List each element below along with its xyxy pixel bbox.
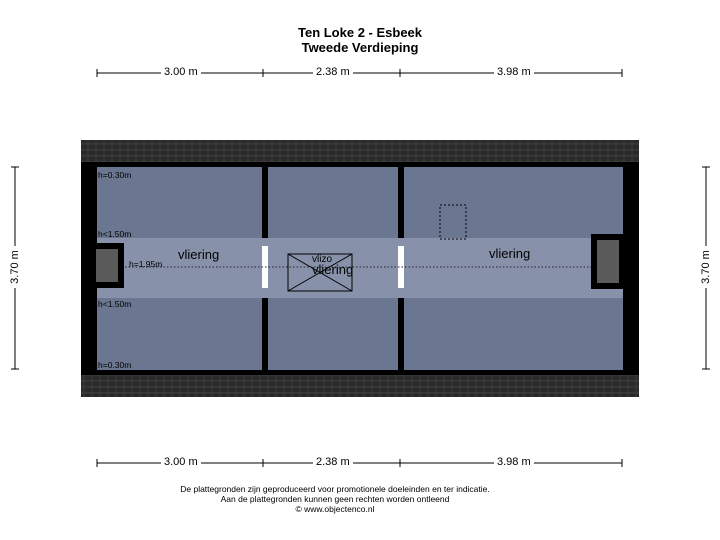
roof-top xyxy=(81,140,639,163)
top-dim-3: 3.98 m xyxy=(494,66,534,78)
plan-subtitle: Tweede Verdieping xyxy=(301,40,419,55)
height-top: h=0.30m xyxy=(98,170,132,180)
height-bottom: h=0.30m xyxy=(98,360,132,370)
plan-title: Ten Loke 2 - Esbeek xyxy=(297,25,423,40)
bottom-dim-2: 2.38 m xyxy=(313,456,353,468)
disclaimer-line-2: Aan de plattegronden kunnen geen rechten… xyxy=(220,494,450,504)
door-opening-right xyxy=(398,246,404,288)
disclaimer-line-1: De plattegronden zijn geproduceerd voor … xyxy=(180,484,490,494)
left-dim: 3.70 m xyxy=(9,246,21,288)
room-label-center: vliering xyxy=(312,262,354,277)
room-label-right: vliering xyxy=(489,246,531,261)
bottom-dim-3: 3.98 m xyxy=(494,456,534,468)
hatch-label: vlizo xyxy=(312,254,333,265)
height-upper-mid: h<1.50m xyxy=(98,229,132,239)
ridge-band xyxy=(97,238,623,298)
height-lower-mid: h<1.50m xyxy=(98,299,132,309)
right-dim: 3.70 m xyxy=(700,246,712,288)
room-label-left: vliering xyxy=(178,247,220,262)
height-ridge: h=1.95m xyxy=(129,259,163,269)
copyright-link[interactable]: © www.objectenco.nl xyxy=(295,504,375,514)
chimney-left-inner xyxy=(96,249,118,282)
roof-bottom xyxy=(81,374,639,397)
skylight xyxy=(439,204,467,240)
bottom-dim-1: 3.00 m xyxy=(161,456,201,468)
top-dim-1: 3.00 m xyxy=(161,66,201,78)
top-dim-2: 2.38 m xyxy=(313,66,353,78)
attic-hatch xyxy=(287,253,353,292)
chimney-right-inner xyxy=(597,240,619,283)
